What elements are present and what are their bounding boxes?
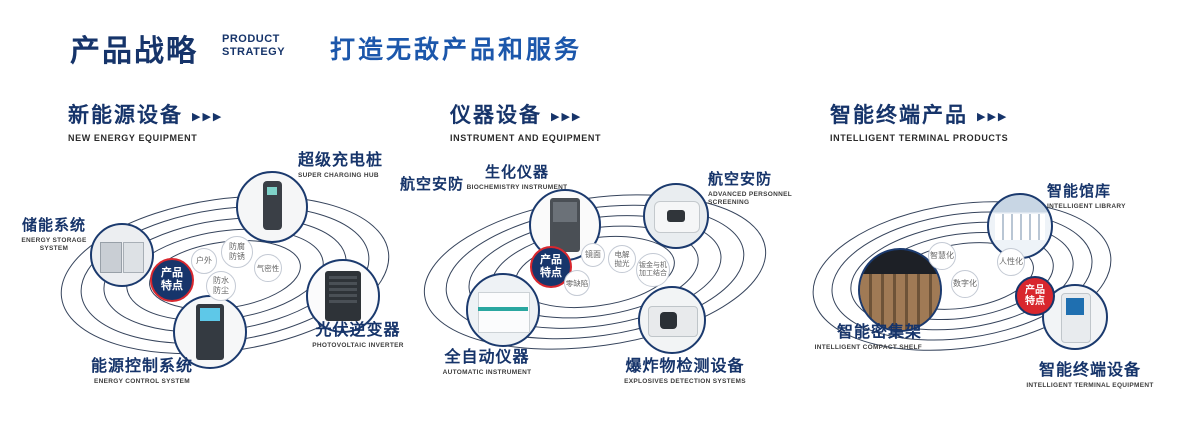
feature-bubble: 智慧化 (928, 242, 956, 270)
product-label-compact-shelf: 智能密集架 INTELLIGENT COMPACT SHELF (814, 324, 922, 351)
section-title: 智能终端产品 (830, 104, 968, 127)
product-label-explosives-detection: 爆炸物检测设备 EXPLOSIVES DETECTION SYSTEMS (624, 358, 746, 385)
section-subtitle: NEW ENERGY EQUIPMENT (68, 133, 198, 143)
shelves-shape (860, 274, 940, 330)
cabinet-shape (123, 241, 145, 273)
panel-shape (553, 201, 577, 223)
feature-bubble: 镜面 (581, 243, 605, 267)
feature-bubble: 零缺陷 (564, 270, 590, 296)
slot-shape (667, 209, 685, 223)
product-label-super-charging-hub: 超级充电桩 SUPER CHARGING HUB (298, 152, 384, 179)
product-label-energy-control: 能源控制系统 ENERGY CONTROL SYSTEM (90, 358, 193, 385)
intelligent-library-photo (987, 193, 1053, 259)
section-header-new-energy: 新能源设备 ▶▶▶ NEW ENERGY EQUIPMENT (68, 99, 223, 143)
tunnel-shape (660, 312, 678, 329)
product-label-photovoltaic-inverter: 光伏逆变器 PHOTOVOLTAIC INVERTER (312, 322, 404, 349)
page-title-english-line2: STRATEGY (222, 45, 286, 58)
feature-bubble: 户外 (191, 248, 217, 274)
triple-chevron-icon: ▶▶▶ (192, 111, 224, 123)
triple-chevron-icon: ▶▶▶ (551, 111, 583, 123)
product-label-energy-storage: 储能系统 ENERGY STORAGE SYSTEM (21, 217, 87, 253)
product-label-intelligent-library: 智能馆库 INTELLIGENT LIBRARY (1047, 183, 1126, 210)
product-label-biochemistry: 生化仪器 BIOCHEMISTRY INSTRUMENT (466, 164, 568, 191)
feature-bubble: 防腐防锈 (221, 236, 253, 268)
screen-shape (1065, 297, 1085, 315)
page-title: 产品战略 (70, 35, 198, 68)
cabinet-shape (100, 241, 122, 273)
stripe-shape (477, 307, 529, 312)
product-label-automatic-instrument: 全自动仪器 AUTOMATIC INSTRUMENT (442, 349, 532, 376)
feature-bubble: 人性化 (997, 248, 1025, 276)
section-subtitle: INSTRUMENT AND EQUIPMENT (450, 133, 602, 143)
feature-bubble: 防水防尘 (206, 271, 236, 301)
machine-shape (477, 291, 531, 333)
feature-bubble: 气密性 (254, 254, 282, 282)
explosives-detection-photo (638, 286, 706, 354)
feature-bubble: 钣金与机加工结合 (636, 253, 670, 287)
section-subtitle: INTELLIGENT TERMINAL PRODUCTS (830, 133, 1009, 143)
page-slogan: 打造无敌产品和服务 (330, 36, 583, 64)
compact-shelf-photo (858, 248, 942, 332)
energy-control-photo (173, 295, 247, 369)
label-aviation-security-left: 航空安防 (400, 176, 465, 193)
super-charging-hub-photo (236, 171, 308, 243)
shelves-shape (995, 213, 1045, 240)
energy-storage-photo (90, 223, 154, 287)
features-badge-new-energy: 产品特点 (150, 258, 194, 302)
features-badge-instruments: 产品特点 (530, 246, 572, 288)
terminal-kiosk-photo (1042, 284, 1108, 350)
section-header-instruments: 仪器设备 ▶▶▶ INSTRUMENT AND EQUIPMENT (450, 99, 601, 143)
section-title: 仪器设备 (450, 104, 542, 127)
feature-bubble: 数字化 (951, 270, 979, 298)
page-title-english-line1: PRODUCT (222, 33, 280, 45)
vent-shape (329, 276, 357, 305)
feature-bubble: 电解抛光 (608, 245, 636, 273)
screen-shape (200, 308, 220, 321)
photovoltaic-inverter-photo (306, 259, 380, 333)
screen-shape (267, 186, 278, 195)
section-header-intelligent-terminal: 智能终端产品 ▶▶▶ INTELLIGENT TERMINAL PRODUCTS (830, 99, 1008, 143)
features-badge-intelligent-terminal: 产品特点 (1015, 276, 1055, 316)
product-label-personnel-screening: 航空安防 ADVANCED PERSONNEL SCREENING (708, 171, 792, 207)
product-label-terminal-equipment: 智能终端设备 INTELLIGENT TERMINAL EQUIPMENT (1026, 362, 1154, 389)
triple-chevron-icon: ▶▶▶ (977, 111, 1009, 123)
personnel-screening-photo (643, 183, 709, 249)
page-title-english: PRODUCT STRATEGY (222, 33, 285, 58)
automatic-instrument-photo (466, 273, 540, 347)
section-title: 新能源设备 (68, 104, 183, 127)
